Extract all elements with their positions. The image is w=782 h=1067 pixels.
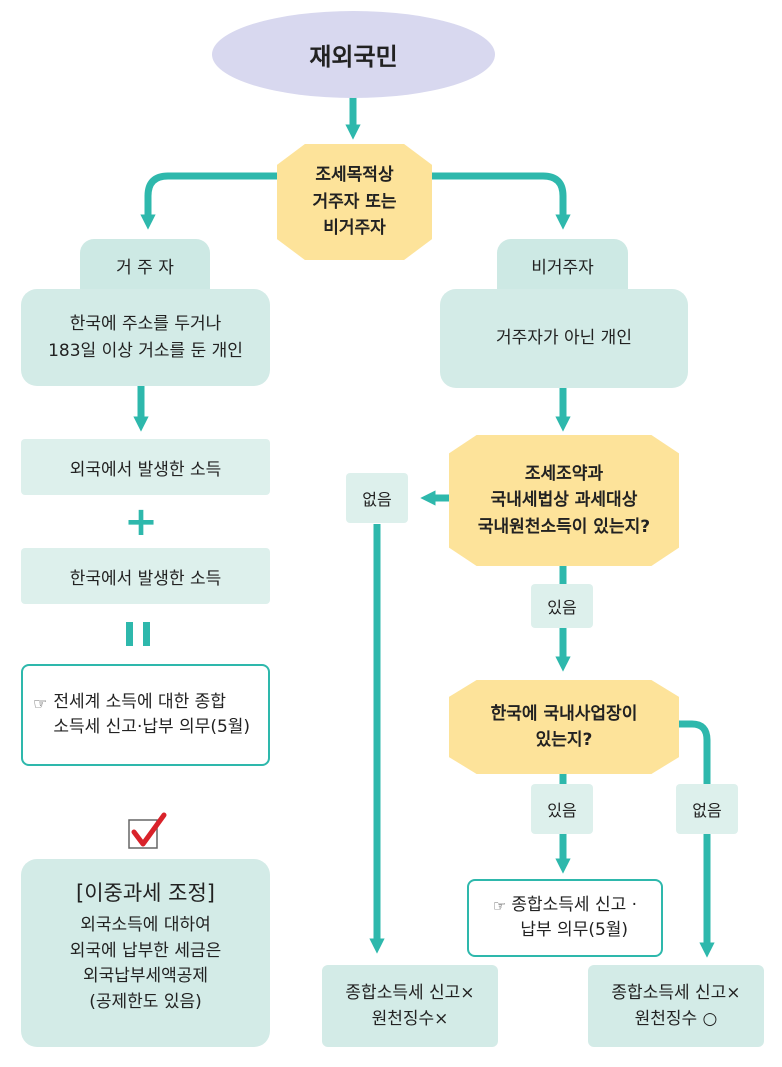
double-taxation-body: 외국소득에 대하여 외국에 납부한 세금은 외국납부세액공제 (공제한도 있음) — [69, 915, 222, 1012]
resident-definition-box: 한국에 주소를 두거나 183일 이상 거소를 둔 개인 — [21, 289, 270, 386]
double-taxation-title: [이중과세 조정] — [76, 881, 215, 905]
foreign-income-box: 외국에서 발생한 소득 — [21, 439, 270, 495]
nonresident-tab: 비거주자 — [497, 239, 628, 291]
resident-tab-label: 거 주 자 — [116, 257, 174, 278]
result-withholding-text: 종합소득세 신고× 원천징수 ○ — [611, 982, 741, 1029]
domestic-income-text: 한국에서 발생한 소득 — [69, 568, 222, 589]
equals-bar-right — [143, 622, 150, 646]
resident-definition-text: 한국에 주소를 두거나 183일 이상 거소를 둔 개인 — [48, 314, 243, 361]
checkmark-icon — [126, 812, 168, 852]
resident-tab: 거 주 자 — [80, 239, 210, 291]
business-place-decision-node: 한국에 국내사업장이 있는지? — [449, 680, 679, 774]
resident-obligation-box: ☞ 전세계 소득에 대한 종합 소득세 신고·납부 의무(5월) — [21, 664, 270, 766]
nonresident-obligation-box: ☞ 종합소득세 신고 · 납부 의무(5월) — [467, 879, 663, 957]
result-withholding-box: 종합소득세 신고× 원천징수 ○ — [588, 965, 764, 1047]
residency-decision-node: 조세목적상 거주자 또는 비거주자 — [277, 144, 432, 260]
q2-yes-label: 있음 — [547, 801, 577, 820]
q1-yes-label-box: 있음 — [531, 584, 593, 628]
equals-symbol: = — [126, 622, 156, 648]
q1-no-label: 없음 — [362, 490, 392, 509]
result-no-tax-box: 종합소득세 신고× 원천징수× — [322, 965, 498, 1047]
nonresident-obligation-text: 종합소득세 신고 · 납부 의무(5월) — [511, 895, 638, 940]
result-no-tax-text: 종합소득세 신고× 원천징수× — [345, 982, 475, 1029]
pointing-hand-icon-2: ☞ — [492, 897, 507, 915]
business-place-decision-label: 한국에 국내사업장이 있는지? — [490, 703, 638, 750]
q2-no-label: 없음 — [692, 801, 722, 820]
nonresident-definition-box: 거주자가 아닌 개인 — [440, 289, 688, 388]
foreign-income-text: 외국에서 발생한 소득 — [69, 459, 222, 480]
root-label: 재외국민 — [309, 43, 398, 71]
resident-obligation-text: 전세계 소득에 대한 종합 소득세 신고·납부 의무(5월) — [53, 692, 251, 737]
root-node: 재외국민 — [212, 11, 495, 98]
plus-symbol-text: + — [124, 499, 158, 545]
arrow-decision-to-resident — [140, 172, 280, 230]
nonresident-definition-text: 거주자가 아닌 개인 — [496, 328, 632, 349]
q2-yes-label-box: 있음 — [531, 784, 593, 834]
q1-yes-label: 있음 — [547, 598, 577, 617]
domestic-income-box: 한국에서 발생한 소득 — [21, 548, 270, 604]
source-income-decision-node: 조세조약과 국내세법상 과세대상 국내원천소득이 있는지? — [449, 435, 679, 566]
double-taxation-box: [이중과세 조정] 외국소득에 대하여 외국에 납부한 세금은 외국납부세액공제… — [21, 859, 270, 1047]
equals-bar-left — [126, 622, 133, 646]
plus-symbol: + — [116, 499, 166, 545]
pointing-hand-icon: ☞ — [33, 694, 48, 713]
line-q2-to-no — [678, 720, 711, 784]
nonresident-tab-label: 비거주자 — [531, 257, 594, 278]
arrow-decision-to-nonresident — [432, 172, 571, 230]
q2-no-label-box: 없음 — [676, 784, 738, 834]
residency-decision-label: 조세목적상 거주자 또는 비거주자 — [312, 165, 397, 239]
q1-no-label-box: 없음 — [346, 473, 408, 523]
source-income-decision-label: 조세조약과 국내세법상 과세대상 국내원천소득이 있는지? — [477, 463, 651, 537]
